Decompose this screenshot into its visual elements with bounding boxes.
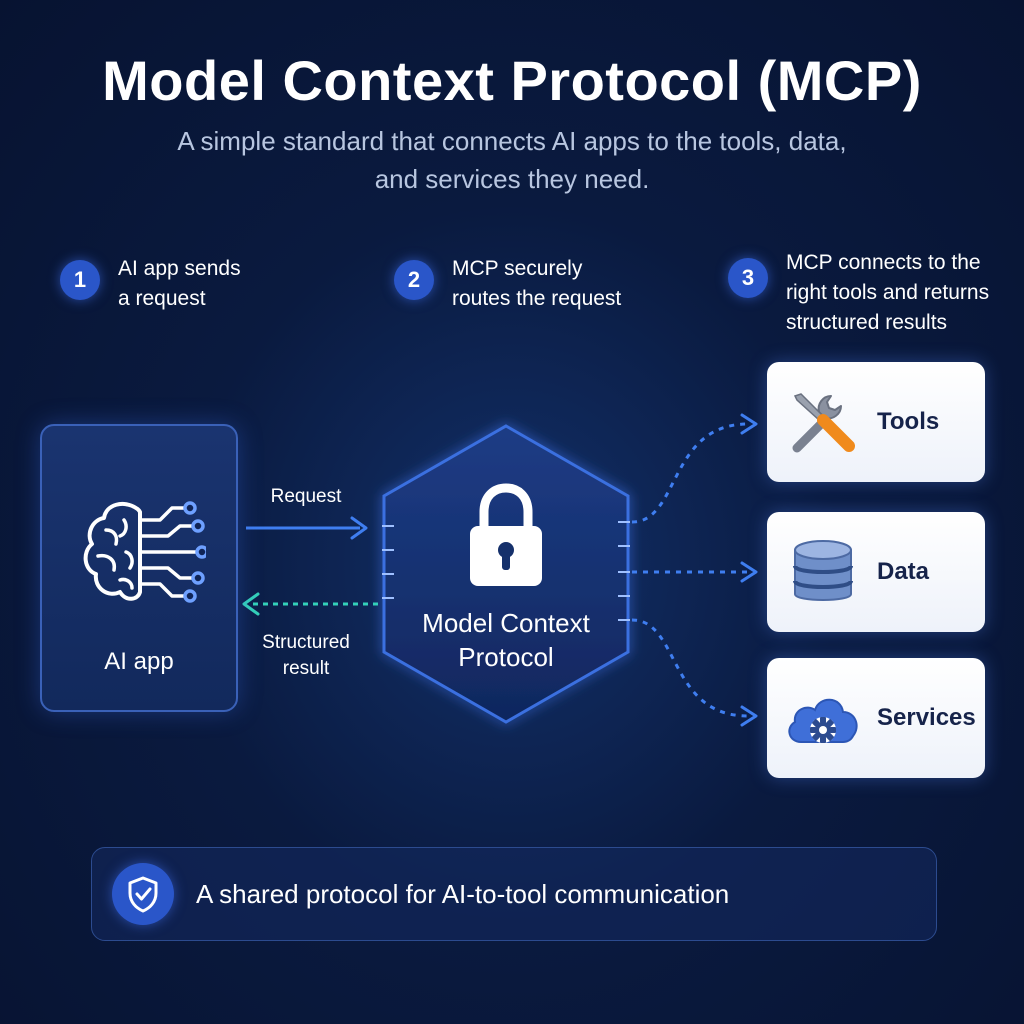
data-label: Data <box>877 558 930 585</box>
step-3: 3 MCP connects to the right tools and re… <box>728 248 989 338</box>
page-title: Model Context Protocol (MCP) <box>102 49 922 112</box>
step-3-text: MCP connects to the right tools and retu… <box>786 248 989 338</box>
lock-icon <box>470 483 542 586</box>
page-subtitle: A simple standard that connects AI apps … <box>177 126 847 194</box>
structured-result-label: Structured result <box>244 630 368 682</box>
hub-label-line-2: Protocol <box>458 642 554 672</box>
step-2: 2 MCP securely routes the request <box>394 254 621 314</box>
tools-icon-wrap <box>781 386 865 458</box>
hex-left-ports <box>382 525 394 599</box>
step-1-line-2: a request <box>118 287 206 310</box>
structured-result-line-2: result <box>282 658 330 679</box>
structured-result-line-1: Structured <box>262 632 350 653</box>
step-1: 1 AI app sends a request <box>60 254 241 314</box>
tools-label: Tools <box>877 408 940 435</box>
shield-check-icon <box>112 863 174 925</box>
hub-label: Model Context Protocol <box>380 606 632 674</box>
step-1-line-1: AI app sends <box>118 257 241 280</box>
services-card[interactable]: Services <box>767 658 985 778</box>
step-2-text: MCP securely routes the request <box>452 254 621 314</box>
ai-app-card[interactable]: AI app <box>40 424 238 712</box>
database-icon <box>793 540 853 601</box>
step-3-line-1: MCP connects to the <box>786 251 981 274</box>
step-3-line-2: right tools and returns <box>786 281 990 304</box>
result-arrow <box>242 592 378 616</box>
database-icon-wrap <box>781 536 865 608</box>
footer-text: A shared protocol for AI-to-tool communi… <box>196 878 730 909</box>
request-arrow <box>246 516 368 540</box>
tools-icon <box>792 393 855 453</box>
brain-circuit-icon <box>83 501 206 603</box>
cloud-gear-icon-wrap <box>781 686 865 750</box>
cloud-gear-icon <box>788 698 858 743</box>
services-label: Services <box>877 704 976 731</box>
link-to-tools <box>631 413 758 524</box>
link-to-data <box>632 561 758 583</box>
data-card[interactable]: Data <box>767 512 985 632</box>
link-to-services <box>631 618 758 727</box>
tools-card[interactable]: Tools <box>767 362 985 482</box>
hub-label-line-1: Model Context <box>422 608 590 638</box>
step-3-line-3: structured results <box>786 311 948 334</box>
footer-banner: A shared protocol for AI-to-tool communi… <box>91 847 937 941</box>
request-label: Request <box>270 486 342 507</box>
ai-app-label: AI app <box>104 648 174 675</box>
step-2-line-2: routes the request <box>452 287 622 310</box>
step-2-number: 2 <box>394 260 434 300</box>
step-3-number: 3 <box>728 258 768 298</box>
step-1-number: 1 <box>60 260 100 300</box>
step-2-line-1: MCP securely <box>452 257 583 280</box>
step-1-text: AI app sends a request <box>118 254 241 314</box>
hex-right-ports <box>618 521 630 621</box>
